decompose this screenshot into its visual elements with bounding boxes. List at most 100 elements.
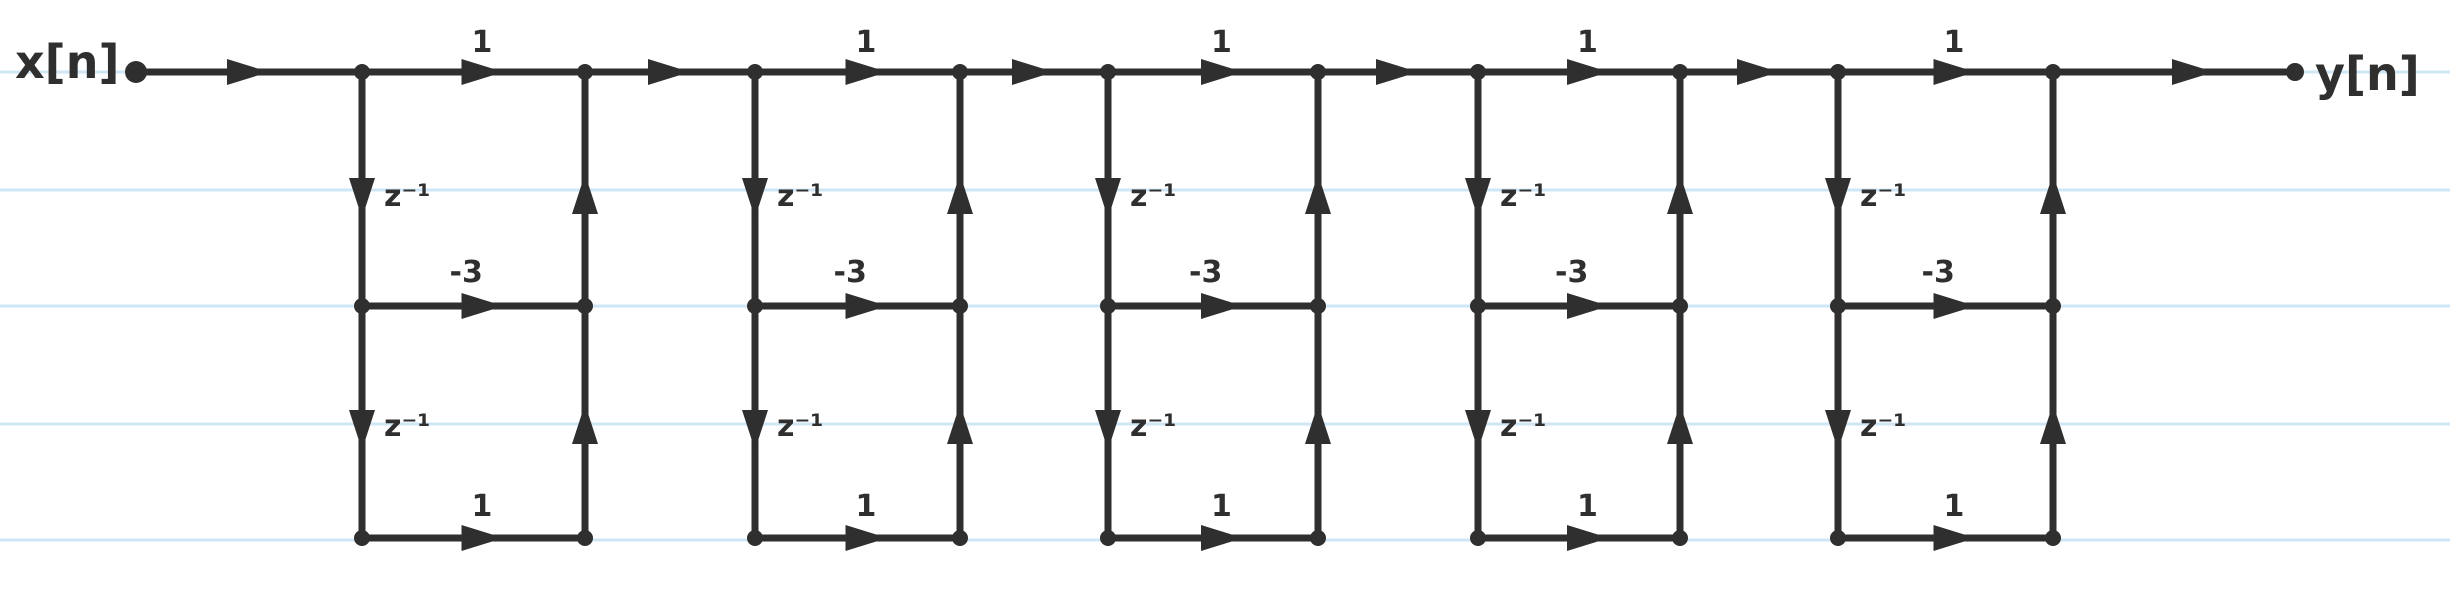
arrow-up-icon [1305,404,1331,444]
arrow-right-icon [1933,59,1976,85]
arrow-right-icon [845,293,888,319]
bottom-gain-label: 1 [1577,489,1598,524]
junction-node [1310,298,1326,314]
middle-gain-label: -3 [1555,255,1588,290]
arrow-right-icon [845,525,888,551]
junction-node [747,64,763,80]
junction-node [952,298,968,314]
middle-gain-label: -3 [834,255,867,290]
arrow-down-icon [349,178,375,218]
arrow-up-icon [1667,404,1693,444]
arrow-up-icon [2040,174,2066,214]
delay-label: z⁻¹ [1130,409,1176,444]
junction-node [1310,64,1326,80]
arrow-up-icon [572,404,598,444]
junction-node [2045,298,2061,314]
delay-label: z⁻¹ [1860,409,1906,444]
arrow-down-icon [1825,410,1851,450]
arrow-right-icon [1933,293,1976,319]
arrow-right-icon [1567,59,1609,85]
arrow-down-icon [742,178,768,218]
arrow-up-icon [947,404,973,444]
top-gain-label: 1 [1211,25,1232,60]
delay-label: z⁻¹ [1860,179,1906,214]
junction-node [354,298,370,314]
junction-node [577,64,593,80]
junction-node [1830,64,1846,80]
junction-node [354,64,370,80]
junction-node [1470,298,1486,314]
arrows [227,59,2214,551]
top-gain-label: 1 [1944,25,1965,60]
nodes [125,61,2304,546]
junction-node [1470,530,1486,546]
arrow-down-icon [1095,178,1121,218]
delay-label: z⁻¹ [1500,179,1546,214]
middle-gain-label: -3 [1922,255,1955,290]
arrow-up-icon [1305,174,1331,214]
bottom-gain-label: 1 [856,489,877,524]
delay-label: z⁻¹ [384,409,430,444]
junction-node [577,298,593,314]
delay-label: z⁻¹ [777,409,823,444]
junction-node [1470,64,1486,80]
top-gain-label: 1 [472,25,493,60]
junction-node [2045,64,2061,80]
arrow-right-icon [2172,59,2214,85]
top-gain-label: 1 [1577,25,1598,60]
arrow-down-icon [349,410,375,450]
junction-node [2045,530,2061,546]
junction-node [1672,64,1688,80]
arrow-right-icon [461,293,504,319]
junction-node [1830,530,1846,546]
top-gain-label: 1 [856,25,877,60]
arrow-right-icon [461,59,504,85]
arrow-right-icon [1012,59,1054,85]
arrow-up-icon [572,174,598,214]
input-node [125,61,147,83]
arrow-down-icon [1825,178,1851,218]
junction-node [952,530,968,546]
arrow-down-icon [1465,178,1491,218]
input-label: x[n] [15,35,119,89]
middle-gain-label: -3 [1189,255,1222,290]
arrow-up-icon [1667,174,1693,214]
junction-node [952,64,968,80]
delay-label: z⁻¹ [1500,409,1546,444]
arrow-right-icon [1567,293,1609,319]
arrow-right-icon [227,59,269,85]
bottom-gain-label: 1 [1944,489,1965,524]
junction-node [577,530,593,546]
arrow-right-icon [1201,59,1243,85]
arrow-right-icon [1201,293,1243,319]
arrow-right-icon [648,59,690,85]
delay-label: z⁻¹ [1130,179,1176,214]
junction-node [1672,298,1688,314]
arrow-right-icon [1737,59,1779,85]
arrow-down-icon [1465,410,1491,450]
junction-node [1310,530,1326,546]
delay-label: z⁻¹ [777,179,823,214]
junction-node [747,298,763,314]
junction-node [1100,298,1116,314]
junction-node [1830,298,1846,314]
bottom-gain-label: 1 [472,489,493,524]
arrow-right-icon [1201,525,1243,551]
junction-node [747,530,763,546]
delay-label: z⁻¹ [384,179,430,214]
output-node [2286,63,2304,81]
arrow-down-icon [742,410,768,450]
junction-node [1100,530,1116,546]
arrow-right-icon [1567,525,1609,551]
arrow-up-icon [2040,404,2066,444]
arrow-up-icon [947,174,973,214]
arrow-right-icon [1376,59,1418,85]
labels: x[n] y[n] 1-31z⁻¹z⁻¹1-31z⁻¹z⁻¹1-31z⁻¹z⁻¹… [15,25,2420,524]
arrow-right-icon [461,525,504,551]
arrow-right-icon [1933,525,1976,551]
junction-node [1672,530,1688,546]
arrow-down-icon [1095,410,1121,450]
bottom-gain-label: 1 [1211,489,1232,524]
arrow-right-icon [845,59,888,85]
